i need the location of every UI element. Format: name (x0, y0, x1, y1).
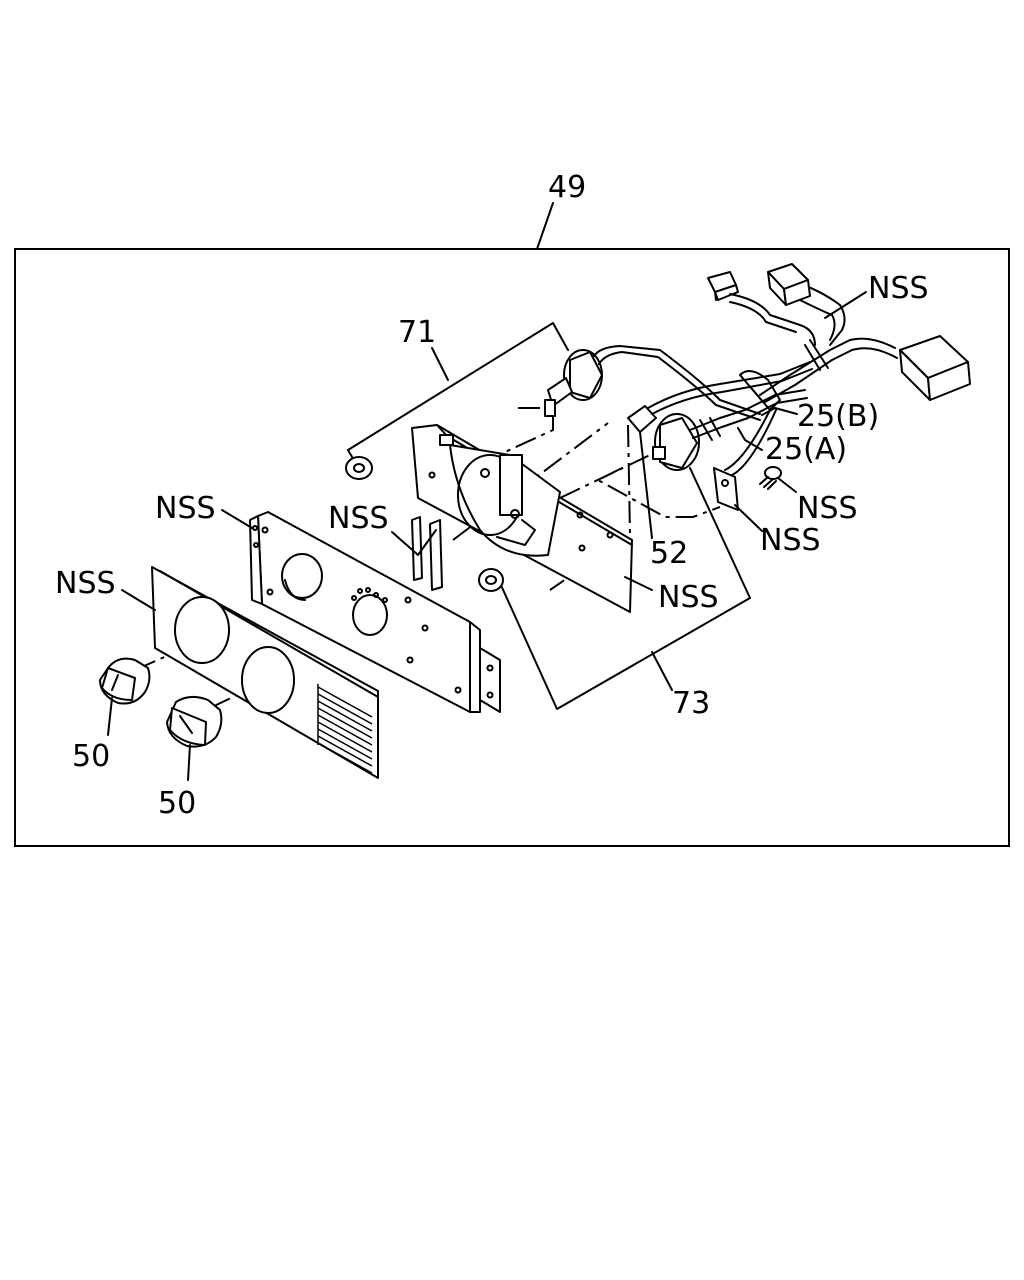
back-plate (249, 511, 501, 713)
connector-mid (767, 263, 811, 306)
callout-71: 71 (398, 315, 436, 350)
callout-73: 73 (672, 686, 710, 721)
callout-nss-bracket: NSS (760, 523, 821, 558)
callout-nss-screw: NSS (797, 491, 858, 526)
connector-large (899, 335, 971, 401)
callout-49: 49 (548, 170, 586, 205)
leader-49 (536, 202, 554, 250)
callout-50-left: 50 (72, 739, 110, 774)
vent-grille (317, 684, 373, 774)
mounting-bracket (713, 467, 739, 511)
callout-25b: 25(B) (797, 399, 879, 434)
actuator-rod (627, 361, 813, 433)
callout-nss-spacers: NSS (328, 501, 389, 536)
bracket-73 (499, 467, 751, 710)
circuit-board (411, 424, 633, 613)
wire-harness (724, 281, 898, 477)
knob-right (166, 696, 223, 748)
callout-nss-harness: NSS (868, 271, 929, 306)
bushing-top (345, 456, 373, 480)
knob-left (99, 657, 151, 705)
face-plate (151, 566, 379, 779)
assembly-frame (14, 248, 1010, 847)
vacuum-actuator-top (544, 345, 761, 421)
connector-small (707, 271, 739, 301)
callout-25a: 25(A) (765, 432, 847, 467)
callout-50-right: 50 (158, 786, 196, 821)
callout-52: 52 (650, 536, 688, 571)
callout-nss-backplate: NSS (155, 491, 216, 526)
callout-nss-board: NSS (658, 580, 719, 615)
leader-lines (107, 291, 867, 781)
callout-nss-faceplate: NSS (55, 566, 116, 601)
spacer-strips (391, 516, 443, 591)
vacuum-actuator-bottom (652, 389, 808, 471)
screw (759, 466, 782, 490)
bushing-bottom (478, 568, 504, 592)
